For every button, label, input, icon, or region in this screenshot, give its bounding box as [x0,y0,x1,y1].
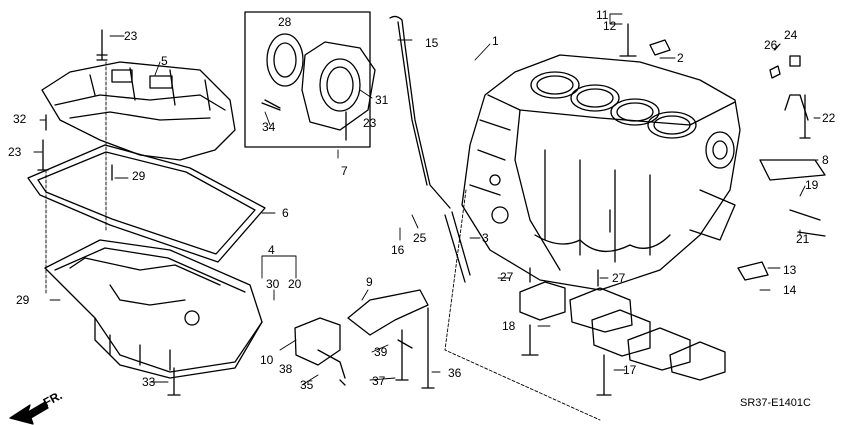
callout-20: 20 [288,277,302,291]
front-arrow-icon [9,401,49,425]
callout-36: 36 [448,366,462,380]
callout-2: 2 [677,51,684,65]
baffle-plate-illustration [41,61,236,161]
bolts-illustration [37,23,826,396]
callout-labels: 1 2 3 4 5 6 7 8 9 10 11 12 13 14 15 16 1… [8,8,836,392]
callout-23-seal: 23 [363,116,377,130]
seal-housing-illustration [244,11,376,148]
callout-16: 16 [391,243,405,257]
callout-29-left: 29 [16,293,30,307]
callout-25: 25 [413,231,427,245]
bearing-caps-illustration [519,267,726,381]
callout-30: 30 [266,277,280,291]
callout-27-right: 27 [612,271,626,285]
callout-38: 38 [279,362,293,376]
callout-32: 32 [13,112,27,126]
callout-7: 7 [341,164,348,178]
callout-39: 39 [374,345,388,359]
callout-24: 24 [784,28,798,42]
callout-5: 5 [161,54,168,68]
callout-28: 28 [278,15,292,29]
callout-34: 34 [262,120,276,134]
callout-26: 26 [764,38,778,52]
callout-8: 8 [822,153,829,167]
callout-29-mid: 29 [132,169,146,183]
callout-12: 12 [603,19,617,33]
leader-lines [45,61,601,421]
oil-pan-illustration [44,239,263,379]
callout-11: 11 [596,8,609,22]
callout-14: 14 [783,283,797,297]
callout-6: 6 [282,206,289,220]
callout-4: 4 [268,243,275,257]
callout-17: 17 [623,363,637,377]
callout-leaders [33,13,821,386]
callout-23-top: 23 [124,29,138,43]
callout-19: 19 [805,178,819,192]
callout-21: 21 [796,232,810,246]
callout-13: 13 [783,263,797,277]
oil-pan-gasket-illustration [27,144,266,263]
callout-35: 35 [300,378,314,392]
diagram-code: SR37-E1401C [740,397,811,409]
callout-15: 15 [425,36,439,50]
callout-31: 31 [375,93,389,107]
callout-9: 9 [366,275,373,289]
callout-18: 18 [502,319,516,333]
dipstick-illustration [389,15,471,283]
callout-23-left: 23 [8,145,22,159]
engine-block-illustration [461,54,741,291]
callout-33: 33 [142,375,156,389]
callout-37: 37 [372,374,386,388]
callout-3: 3 [482,231,489,245]
callout-27-left: 27 [500,270,514,284]
callout-1: 1 [492,34,499,48]
callout-10: 10 [260,353,274,367]
callout-22: 22 [822,111,836,125]
bracket-illustration [294,289,429,366]
